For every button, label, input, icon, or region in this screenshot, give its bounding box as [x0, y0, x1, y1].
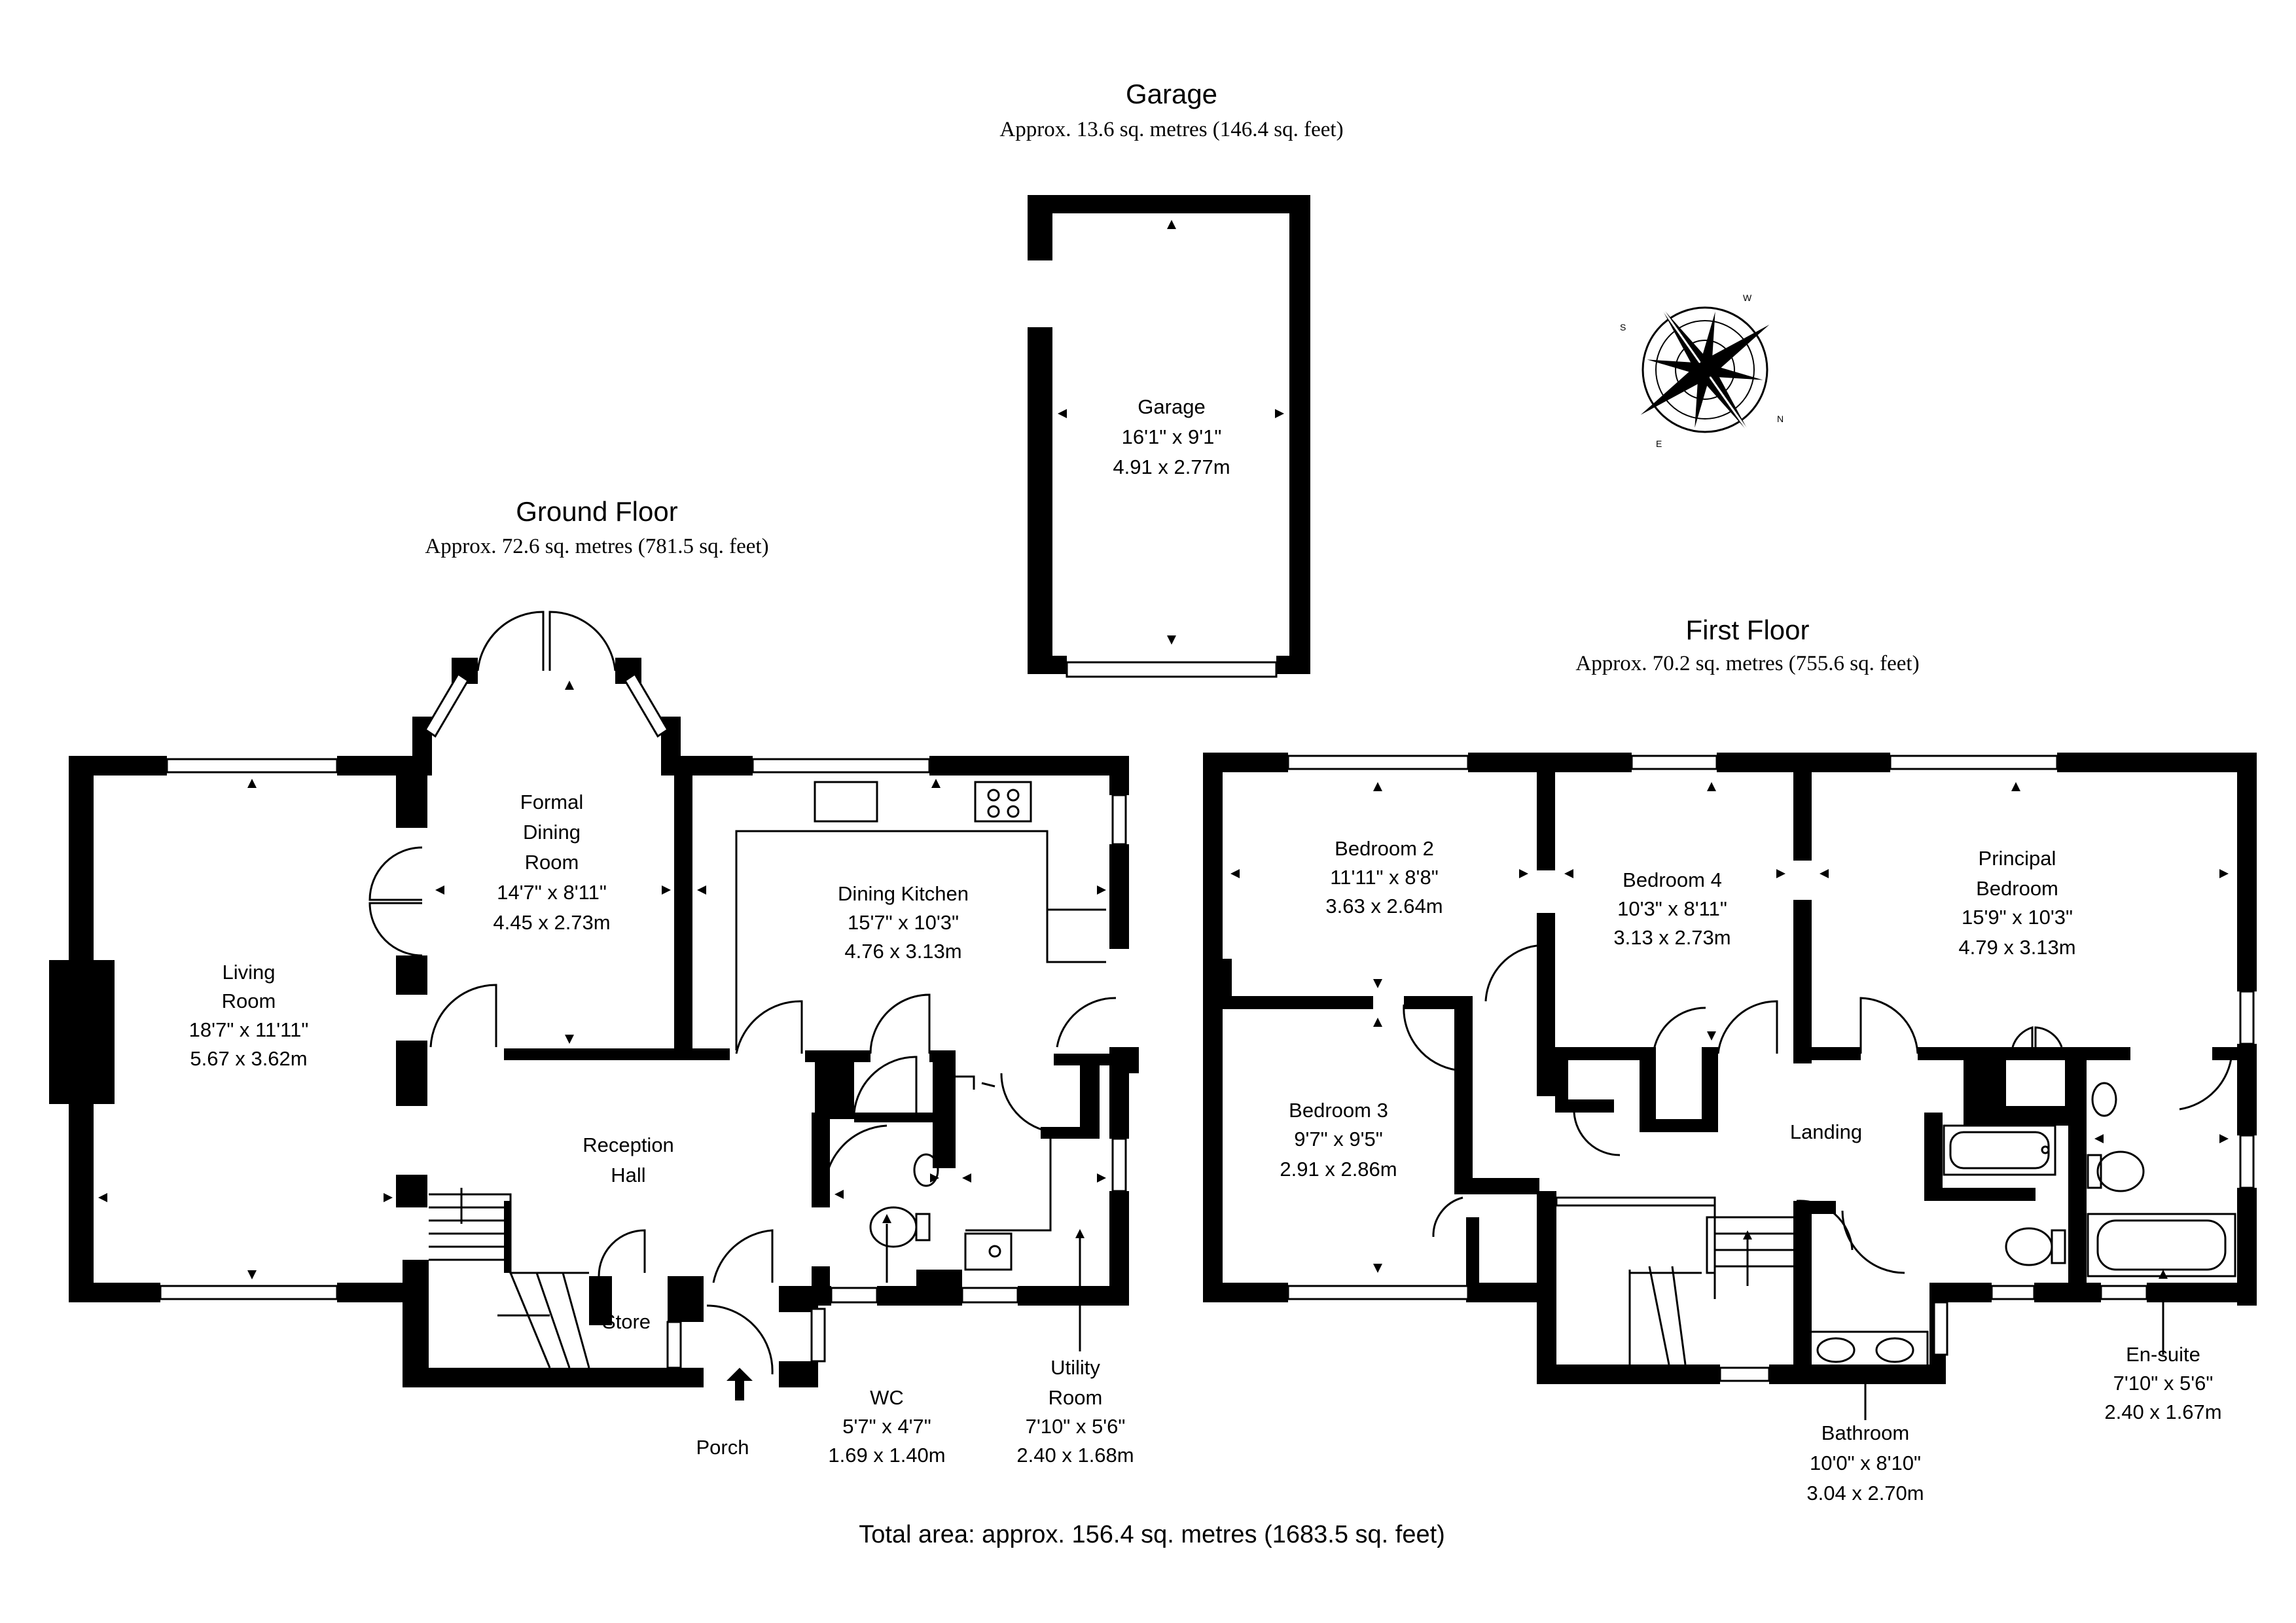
- bedroom3-name: Bedroom 3: [1289, 1099, 1388, 1122]
- living-room-name-2: Room: [222, 990, 276, 1012]
- total-area: Total area: approx. 156.4 sq. metres (16…: [859, 1521, 1445, 1548]
- wc-metric: 1.69 x 1.40m: [828, 1444, 945, 1467]
- principal-metric: 4.79 x 3.13m: [1958, 936, 2075, 959]
- ground-floor-title: Ground Floor: [516, 496, 677, 527]
- principal-name-1: Principal: [1979, 847, 2056, 870]
- bathroom-name: Bathroom: [1821, 1421, 1909, 1444]
- bedroom3-metric: 2.91 x 2.86m: [1280, 1158, 1397, 1181]
- reception-name-1: Reception: [583, 1133, 674, 1156]
- garage-title: Garage: [1126, 79, 1217, 109]
- kitchen-name: Dining Kitchen: [838, 882, 969, 905]
- first-floor-title: First Floor: [1686, 615, 1810, 645]
- kitchen-imperial: 15'7" x 10'3": [848, 911, 959, 934]
- bedroom4-metric: 3.13 x 2.73m: [1613, 926, 1731, 949]
- bedroom3-imperial: 9'7" x 9'5": [1294, 1128, 1383, 1150]
- bedroom2-metric: 3.63 x 2.64m: [1325, 895, 1443, 918]
- principal-imperial: 15'9" x 10'3": [1962, 906, 2073, 929]
- bedroom2-name: Bedroom 2: [1335, 837, 1434, 860]
- compass-label-s: S: [1620, 322, 1626, 332]
- compass-label-w: W: [1743, 293, 1752, 303]
- ensuite-imperial: 7'10" x 5'6": [2113, 1372, 2214, 1395]
- utility-name-2: Room: [1049, 1386, 1103, 1409]
- bathroom-metric: 3.04 x 2.70m: [1806, 1482, 1924, 1505]
- garage-area: Approx. 13.6 sq. metres (146.4 sq. feet): [999, 118, 1343, 141]
- bedroom4-name: Bedroom 4: [1623, 868, 1722, 891]
- first-floor-plan: Bedroom 2 11'11" x 8'8" 3.63 x 2.64m Bed…: [1203, 753, 2257, 1505]
- utility-metric: 2.40 x 1.68m: [1016, 1444, 1134, 1467]
- landing-name: Landing: [1790, 1120, 1862, 1143]
- dining-room-imperial: 14'7" x 8'11": [497, 881, 607, 904]
- living-room-imperial: 18'7" x 11'11": [189, 1018, 309, 1041]
- garage-room-metric: 4.91 x 2.77m: [1113, 455, 1230, 478]
- wc-name: WC: [870, 1386, 904, 1409]
- bedroom2-imperial: 11'11" x 8'8": [1330, 866, 1438, 889]
- garage-room-name: Garage: [1138, 395, 1205, 418]
- ground-floor-area: Approx. 72.6 sq. metres (781.5 sq. feet): [425, 535, 768, 558]
- living-room-name-1: Living: [223, 961, 276, 984]
- store-name: Store: [602, 1310, 651, 1333]
- garage-room-imperial: 16'1" x 9'1": [1122, 425, 1222, 448]
- compass-rose-icon: W S N E: [1620, 293, 1784, 449]
- ensuite-name: En-suite: [2126, 1343, 2200, 1366]
- dining-room-name-1: Formal: [520, 791, 583, 813]
- kitchen-metric: 4.76 x 3.13m: [844, 940, 961, 963]
- ground-floor-plan: Living Room 18'7" x 11'11" 5.67 x 3.62m …: [49, 611, 1139, 1467]
- reception-name-2: Hall: [611, 1164, 645, 1186]
- compass-label-e: E: [1656, 438, 1662, 449]
- dining-room-name-2: Dining: [523, 821, 581, 844]
- wc-imperial: 5'7" x 4'7": [842, 1415, 931, 1438]
- bathroom-imperial: 10'0" x 8'10": [1810, 1452, 1921, 1474]
- living-room-metric: 5.67 x 3.62m: [190, 1047, 307, 1070]
- dining-room-name-3: Room: [525, 851, 579, 874]
- principal-name-2: Bedroom: [1976, 877, 2058, 900]
- bedroom4-imperial: 10'3" x 8'11": [1617, 897, 1727, 920]
- ensuite-metric: 2.40 x 1.67m: [2104, 1400, 2221, 1423]
- porch-name: Porch: [696, 1436, 749, 1459]
- utility-imperial: 7'10" x 5'6": [1026, 1415, 1126, 1438]
- utility-name-1: Utility: [1050, 1356, 1100, 1379]
- compass-label-n: N: [1777, 414, 1784, 424]
- first-floor-area: Approx. 70.2 sq. metres (755.6 sq. feet): [1575, 652, 1919, 675]
- dining-room-metric: 4.45 x 2.73m: [493, 911, 610, 934]
- garage-plan: Garage 16'1" x 9'1" 4.91 x 2.77m: [1028, 195, 1310, 678]
